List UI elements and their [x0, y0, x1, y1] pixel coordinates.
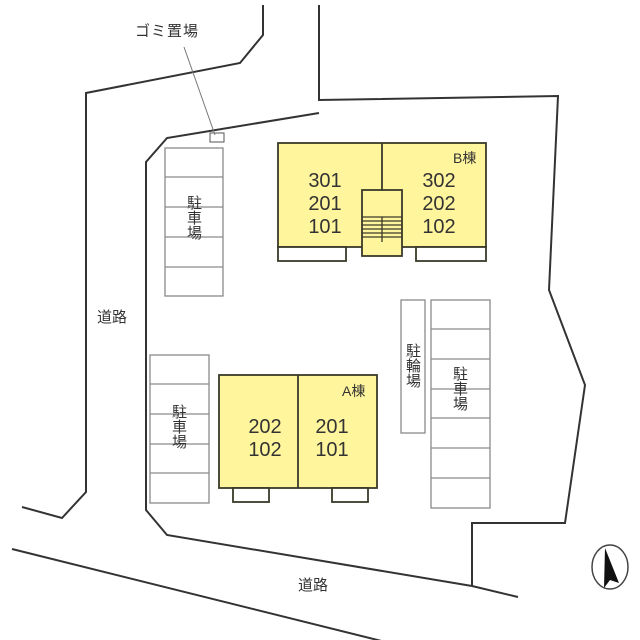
building-b-shape [277, 142, 487, 262]
unit-label: 201 [308, 193, 342, 215]
unit-label: 202 [422, 193, 456, 215]
unit-label: 302 [422, 170, 456, 192]
garbage-area [209, 132, 225, 143]
unit-label: 201 [315, 416, 349, 438]
building-a-name: A棟 [342, 383, 366, 399]
unit-label: 301 [308, 170, 342, 192]
parking-northwest-shape [164, 147, 224, 297]
building-a-units-right: 201 101 [307, 416, 357, 462]
lot-boundary [145, 5, 587, 598]
building-a-shape [218, 374, 378, 503]
parking-east-label: 駐車場 [451, 366, 469, 411]
unit-label: 102 [248, 439, 282, 461]
building-b-units-left: 301 201 101 [300, 170, 350, 239]
unit-label: 102 [422, 216, 456, 238]
building-a-units-left: 202 102 [240, 416, 290, 462]
building-b-units-right: 302 202 102 [414, 170, 464, 239]
parking-northwest-label: 駐車場 [185, 195, 203, 240]
unit-label: 101 [308, 216, 342, 238]
road-west-label: 道路 [97, 308, 128, 326]
parking-southwest-shape [149, 354, 210, 504]
parking-east-shape [430, 299, 491, 509]
unit-label: 101 [315, 439, 349, 461]
bicycle-parking-shape [400, 299, 426, 434]
north-arrow-icon [591, 544, 629, 590]
parking-southwest-label: 駐車場 [170, 404, 188, 449]
garbage-leader-line [183, 46, 216, 136]
road-south-label: 道路 [298, 576, 329, 594]
road-south-edge [11, 548, 382, 640]
building-b-name: B棟 [453, 150, 477, 166]
unit-label: 202 [248, 416, 282, 438]
bicycle-parking-label: 駐輪場 [404, 343, 422, 388]
road-west-edge [21, 5, 264, 520]
garbage-area-label: ゴミ置場 [135, 22, 200, 40]
